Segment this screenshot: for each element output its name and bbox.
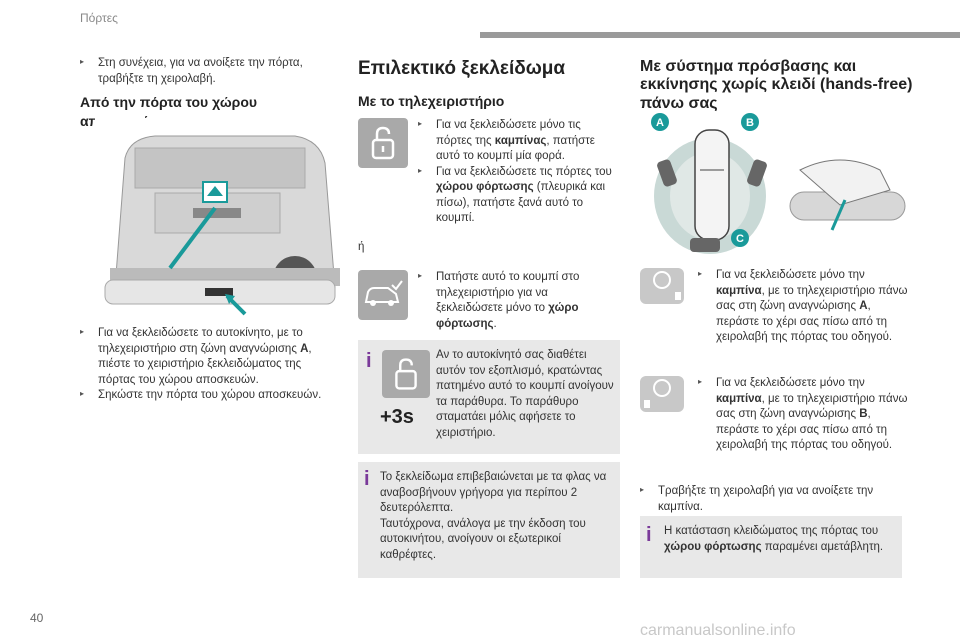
- bullet-icon: ▸: [80, 327, 85, 336]
- info-icon: i: [364, 468, 370, 490]
- list-item: ▸ Σηκώστε την πόρτα του χώρου αποσκευών.: [80, 389, 322, 402]
- list-item: ▸ Πατήστε αυτό το κουμπί στο τηλεχειριστ…: [418, 271, 580, 330]
- intro-bullet: ▸ Στη συνέχεια, για να ανοίξετε την πόρτ…: [80, 57, 303, 85]
- bullet-icon: ▸: [698, 377, 703, 386]
- note-text: Το ξεκλείδωμα επιβεβαιώνεται με τα φλας …: [380, 471, 607, 561]
- unlock-button-icon: [358, 118, 408, 168]
- bullet-icon: ▸: [418, 119, 423, 128]
- bullet-icon: ▸: [418, 165, 423, 175]
- door-handle-icon: [640, 376, 684, 412]
- list-item: ▸ Για να ξεκλειδώσετε το αυτοκίνητο, με …: [80, 327, 312, 386]
- bullet-icon: ▸: [80, 57, 85, 66]
- list-item: ▸ Για να ξεκλειδώσετε μόνο την καμπίνα, …: [698, 269, 908, 344]
- note-text: Η κατάσταση κλειδώματος της πόρτας του χ…: [664, 525, 884, 553]
- section-heading-selective: Επιλεκτικό ξεκλείδωμα: [358, 58, 566, 79]
- page-number: 40: [30, 611, 44, 625]
- note-text: Αν το αυτοκίνητό σας διαθέτει αυτόν τον …: [436, 349, 614, 439]
- list-item: ▸ Για να ξεκλειδώσετε τις πόρτες του χώρ…: [418, 165, 612, 225]
- note-box-lock-state: i Η κατάσταση κλειδώματος της πόρτας του…: [640, 516, 902, 578]
- remote-bullet-3: ▸ Πατήστε αυτό το κουμπί στο τηλεχειριστ…: [418, 270, 616, 332]
- hold-3s-badge: +3s: [380, 406, 414, 428]
- bullet-icon: ▸: [698, 269, 703, 278]
- info-icon: i: [366, 350, 372, 372]
- watermark: carmanualsonline.info: [640, 622, 796, 639]
- handsfree-zones-illustration: A B C: [651, 113, 906, 254]
- subheading-remote: Με το τηλεχειριστήριο: [358, 93, 505, 109]
- rear-door-illustration: [95, 118, 345, 318]
- zone-a-label: A: [656, 117, 664, 129]
- bullet-icon: ▸: [80, 389, 85, 399]
- van-unlock-button-icon: [358, 270, 408, 320]
- zone-b-label: B: [746, 117, 754, 129]
- handsfree-bullet-b: ▸ Για να ξεκλειδώσετε μόνο την καμπίνα, …: [698, 376, 908, 454]
- handsfree-bullet-a: ▸ Για να ξεκλειδώσετε μόνο την καμπίνα, …: [698, 268, 908, 346]
- col1-bullets: ▸ Για να ξεκλειδώσετε το αυτοκίνητο, με …: [80, 326, 340, 404]
- section-heading-handsfree: Με σύστημα πρόσβασης και εκκίνησης χωρίς…: [640, 58, 913, 112]
- list-item: ▸ Για να ξεκλειδώσετε μόνο τις πόρτες τη…: [418, 119, 595, 163]
- bullet-icon: ▸: [640, 485, 645, 494]
- handsfree-bullet-pull: ▸ Τραβήξτε τη χειρολαβή για να ανοίξετε …: [640, 484, 920, 515]
- list-item: ▸ Για να ξεκλειδώσετε μόνο την καμπίνα, …: [698, 377, 908, 452]
- info-icon: i: [646, 524, 652, 546]
- or-label: ή: [358, 241, 365, 253]
- zone-c-label: C: [736, 233, 744, 245]
- list-item: ▸ Τραβήξτε τη χειρολαβή για να ανοίξετε …: [640, 485, 874, 513]
- bullet-icon: ▸: [418, 271, 423, 280]
- unlock-button-icon: [382, 350, 430, 398]
- note-box-windows: i +3s Αν το αυτοκίνητό σας διαθέτει αυτό…: [358, 340, 620, 454]
- door-handle-icon: [640, 268, 684, 304]
- note-box-confirm: i Το ξεκλείδωμα επιβεβαιώνεται με τα φλα…: [358, 462, 620, 578]
- remote-bullets: ▸ Για να ξεκλειδώσετε μόνο τις πόρτες τη…: [418, 118, 616, 227]
- section-title: Πόρτες: [80, 11, 118, 25]
- header-bar: [480, 32, 960, 38]
